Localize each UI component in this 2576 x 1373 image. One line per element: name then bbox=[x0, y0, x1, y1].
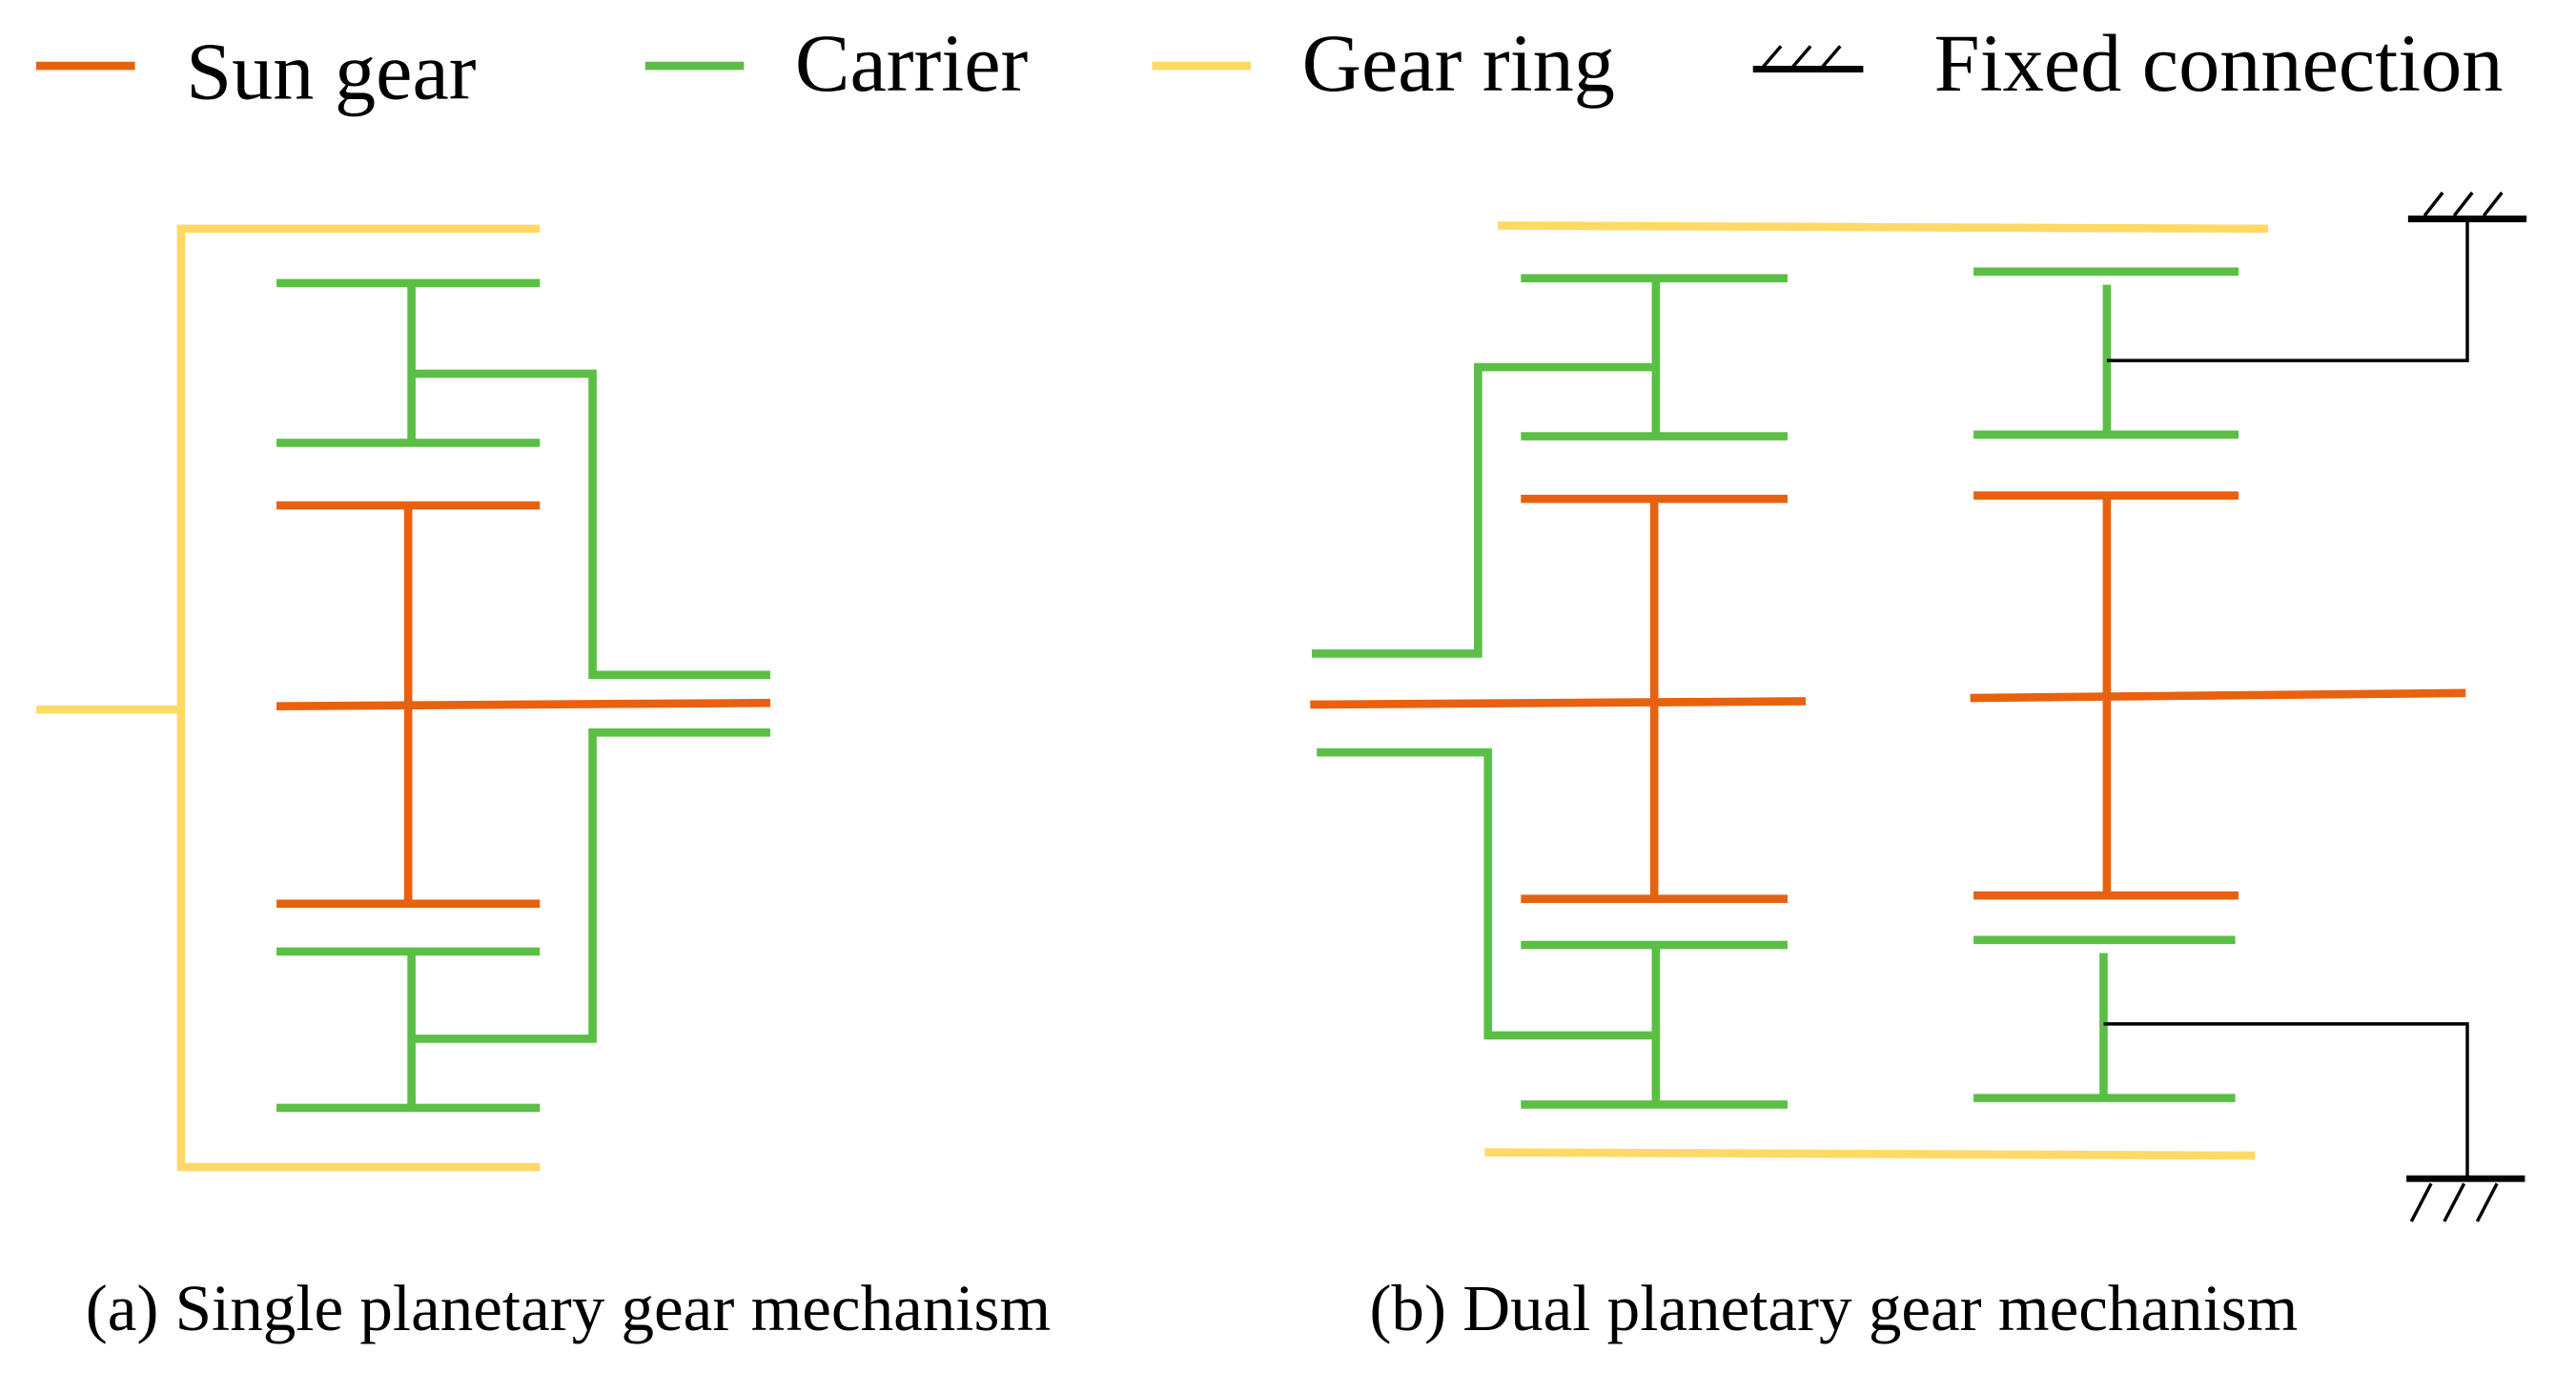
legend-item-sun-gear: Sun gear bbox=[35, 26, 477, 117]
single-planetary-mechanism bbox=[35, 224, 771, 1172]
dual-fixed-link-upper bbox=[2106, 218, 2469, 362]
caption-dual-mechanism: (b) Dual planetary gear mechanism bbox=[1369, 1271, 2298, 1344]
single-gear-ring bbox=[176, 224, 541, 1172]
legend-label-fixed-connection: Fixed connection bbox=[1934, 17, 2504, 109]
dual-planetary-mechanism bbox=[1310, 191, 2527, 1222]
dual-gear-ring-top bbox=[1498, 221, 2269, 234]
legend-item-gear-ring: Gear ring bbox=[1152, 17, 1615, 109]
dual-fixed-connection-lower bbox=[2103, 1022, 2525, 1222]
dual-fixed-hatch-lower-1 bbox=[2409, 1182, 2433, 1222]
legend: Sun gear Carrier Gear ring Fixed connect… bbox=[35, 17, 2504, 117]
dual-stage2-sun-gear-shaft bbox=[1970, 688, 2466, 703]
caption-single-mechanism: (a) Single planetary gear mechanism bbox=[86, 1271, 1051, 1344]
dual-fixed-hatch-lower-3 bbox=[2475, 1182, 2499, 1222]
legend-item-carrier: Carrier bbox=[644, 17, 1028, 109]
dual-stage1-carrier-lower-arm bbox=[1317, 748, 1656, 1040]
dual-fixed-hatch-upper-2 bbox=[2452, 191, 2474, 217]
dual-stage1-carrier-upper-arm bbox=[1312, 362, 1656, 658]
single-carrier-lower-arm bbox=[411, 727, 771, 1043]
dual-stage1-sun-gear-shaft bbox=[1310, 697, 1806, 709]
legend-label-carrier: Carrier bbox=[795, 17, 1028, 109]
single-sun-gear-shaft bbox=[276, 698, 771, 710]
legend-hatch-1 bbox=[1760, 45, 1783, 71]
dual-fixed-hatch-upper-3 bbox=[2482, 191, 2504, 217]
dual-fixed-link-lower bbox=[2103, 1022, 2469, 1179]
legend-label-sun-gear: Sun gear bbox=[186, 26, 476, 117]
dual-fixed-connection-upper bbox=[2106, 191, 2527, 362]
dual-fixed-hatch-upper-1 bbox=[2423, 191, 2444, 217]
single-carrier-upper-arm bbox=[411, 369, 771, 680]
dual-gear-ring-bottom bbox=[1484, 1148, 2256, 1160]
legend-hatch-2 bbox=[1789, 45, 1812, 71]
legend-item-fixed-connection: Fixed connection bbox=[1752, 17, 2504, 109]
legend-label-gear-ring: Gear ring bbox=[1302, 17, 1615, 109]
dual-fixed-hatch-lower-2 bbox=[2443, 1182, 2466, 1222]
legend-hatch-3 bbox=[1819, 45, 1842, 71]
